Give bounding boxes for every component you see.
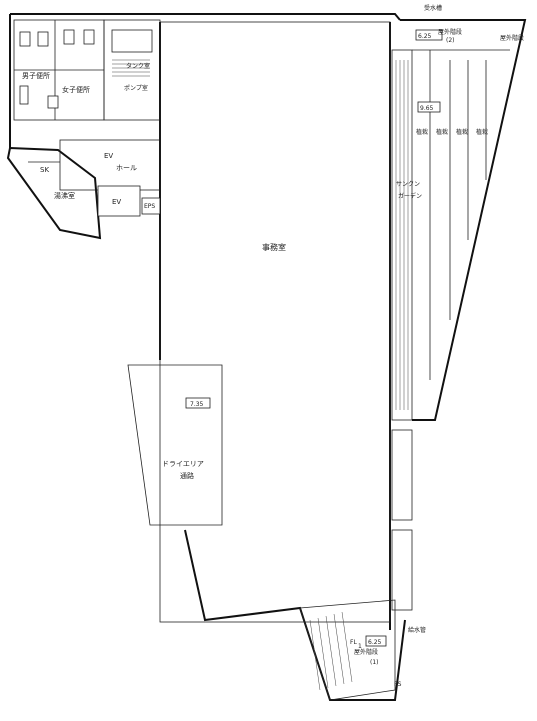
mid-level: 9.65 (420, 105, 434, 112)
water-tank-label: 受水槽 (424, 4, 442, 12)
stair-bottom-label-1: 屋外階段 (354, 648, 378, 656)
level-fragment: 1 (358, 643, 362, 650)
sk-label: SK (40, 166, 49, 174)
top-level: 6.25 (418, 33, 432, 40)
stair-bottom-label-2: (1) (370, 659, 379, 666)
bottom-stair (299, 599, 396, 701)
right-wing (400, 19, 527, 421)
stair-top-label-2: (2) (446, 37, 455, 44)
womens-wc-label: 女子便所 (62, 85, 90, 94)
top-right-callout: 屋外階段 (500, 34, 524, 42)
tank-room-label: タンク室 (126, 62, 150, 70)
service-block (13, 19, 161, 121)
mens-wc-label: 男子便所 (22, 71, 50, 80)
eps-label: EPS (144, 203, 155, 210)
main-hall (159, 21, 391, 623)
ev-label: EV (112, 198, 121, 206)
planter-label-4: 植栽 (476, 128, 488, 136)
dry-area (127, 364, 223, 526)
stair-top-label-1: 屋外階段 (438, 28, 462, 36)
dry-area-label-1: ドライエリア (162, 460, 204, 468)
sunken-label-2: ガーデン (398, 192, 422, 200)
pipe-shaft-label: PS (394, 681, 402, 688)
planter-label-2: 植栽 (436, 128, 448, 136)
planter-label-3: 植栽 (456, 128, 468, 136)
bottom-level: 6.25 (368, 639, 382, 646)
planter-label-1: 植栽 (416, 128, 428, 136)
outer-walls (6, 13, 406, 701)
kitchen-label: 湯沸室 (54, 191, 75, 200)
ev-hall-label-2: ホール (116, 164, 137, 172)
main-room-label: 事務室 (262, 242, 286, 252)
sunken-label-1: サンクン (396, 181, 420, 188)
fl-tag: FL (350, 639, 357, 646)
sunken-garden (391, 49, 413, 421)
lower-right-cells (391, 429, 413, 611)
ev-hall-label-1: EV (104, 152, 113, 160)
pump-room-label: ポンプ室 (124, 84, 148, 92)
side-callout: 給水管 (408, 626, 426, 634)
dry-area-label-2: 通路 (180, 471, 194, 480)
dry-area-level: 7.35 (190, 401, 204, 408)
